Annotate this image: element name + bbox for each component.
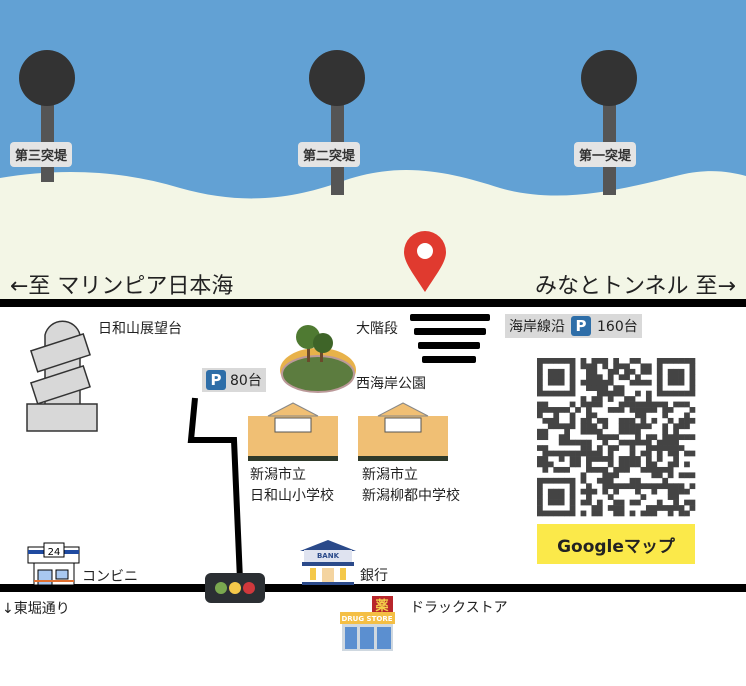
bank-icon xyxy=(300,540,356,585)
parking-icon: P xyxy=(206,370,226,390)
elementary-school-line2: 日和山小学校 xyxy=(250,488,334,504)
location-pin-icon[interactable] xyxy=(404,231,446,292)
drugstore-kanji-sign: 薬 xyxy=(374,598,389,614)
junior-high-school-line1: 新潟市立 xyxy=(362,467,418,483)
junior-high-school-line2: 新潟柳都中学校 xyxy=(362,488,460,504)
pier-label-1: 第一突堤 xyxy=(574,142,637,167)
stairs-label: 大階段 xyxy=(356,321,398,337)
parking-80-label: 80台 xyxy=(230,373,262,389)
convenience-store-icon xyxy=(27,542,80,586)
parking-160: 海岸線沿 P 160台 xyxy=(505,314,642,338)
elementary-school-line1: 新潟市立 xyxy=(250,467,306,483)
beach xyxy=(0,169,746,300)
bank-label: 銀行 xyxy=(360,568,388,584)
elementary-school-label: 新潟市立 日和山小学校 xyxy=(250,465,334,507)
bank-sign: BANK xyxy=(317,552,340,560)
parking-160-prefix: 海岸線沿 xyxy=(509,319,565,335)
direction-bottom-left: ↓東堀通り xyxy=(2,601,70,617)
convenience-store-sign: 24 xyxy=(48,547,61,558)
drugstore-icon xyxy=(340,596,395,651)
elementary-school-icon xyxy=(248,402,338,461)
observatory-icon xyxy=(26,320,98,432)
pier-label-2: 第二突堤 xyxy=(298,142,361,167)
pier-2 xyxy=(309,50,365,195)
park-icon xyxy=(280,325,356,393)
side-street xyxy=(187,397,243,581)
convenience-store-label: コンビニ xyxy=(82,569,138,585)
park-label: 西海岸公園 xyxy=(356,376,426,392)
pier-label-3: 第三突堤 xyxy=(10,142,73,167)
google-maps-button[interactable]: Googleマップ xyxy=(537,524,695,564)
junior-high-school-label: 新潟市立 新潟柳都中学校 xyxy=(362,465,460,507)
qr-code[interactable] xyxy=(537,358,696,517)
parking-160-label: 160台 xyxy=(597,319,638,335)
stairs-icon xyxy=(410,314,490,363)
drugstore-sign: DRUG STORE xyxy=(341,615,392,623)
junior-high-school-icon xyxy=(358,402,448,461)
traffic-light-icon xyxy=(205,573,265,603)
bottom-road xyxy=(0,584,746,592)
direction-left: ←至 マリンピア日本海 xyxy=(10,274,234,299)
observatory-label: 日和山展望台 xyxy=(98,321,182,337)
parking-80: P 80台 xyxy=(202,368,266,392)
direction-right: みなとトンネル 至→ xyxy=(535,274,736,299)
parking-icon: P xyxy=(571,316,591,336)
drugstore-label: ドラックストア xyxy=(410,600,508,616)
coastal-road xyxy=(0,299,746,307)
pier-1 xyxy=(581,50,637,195)
